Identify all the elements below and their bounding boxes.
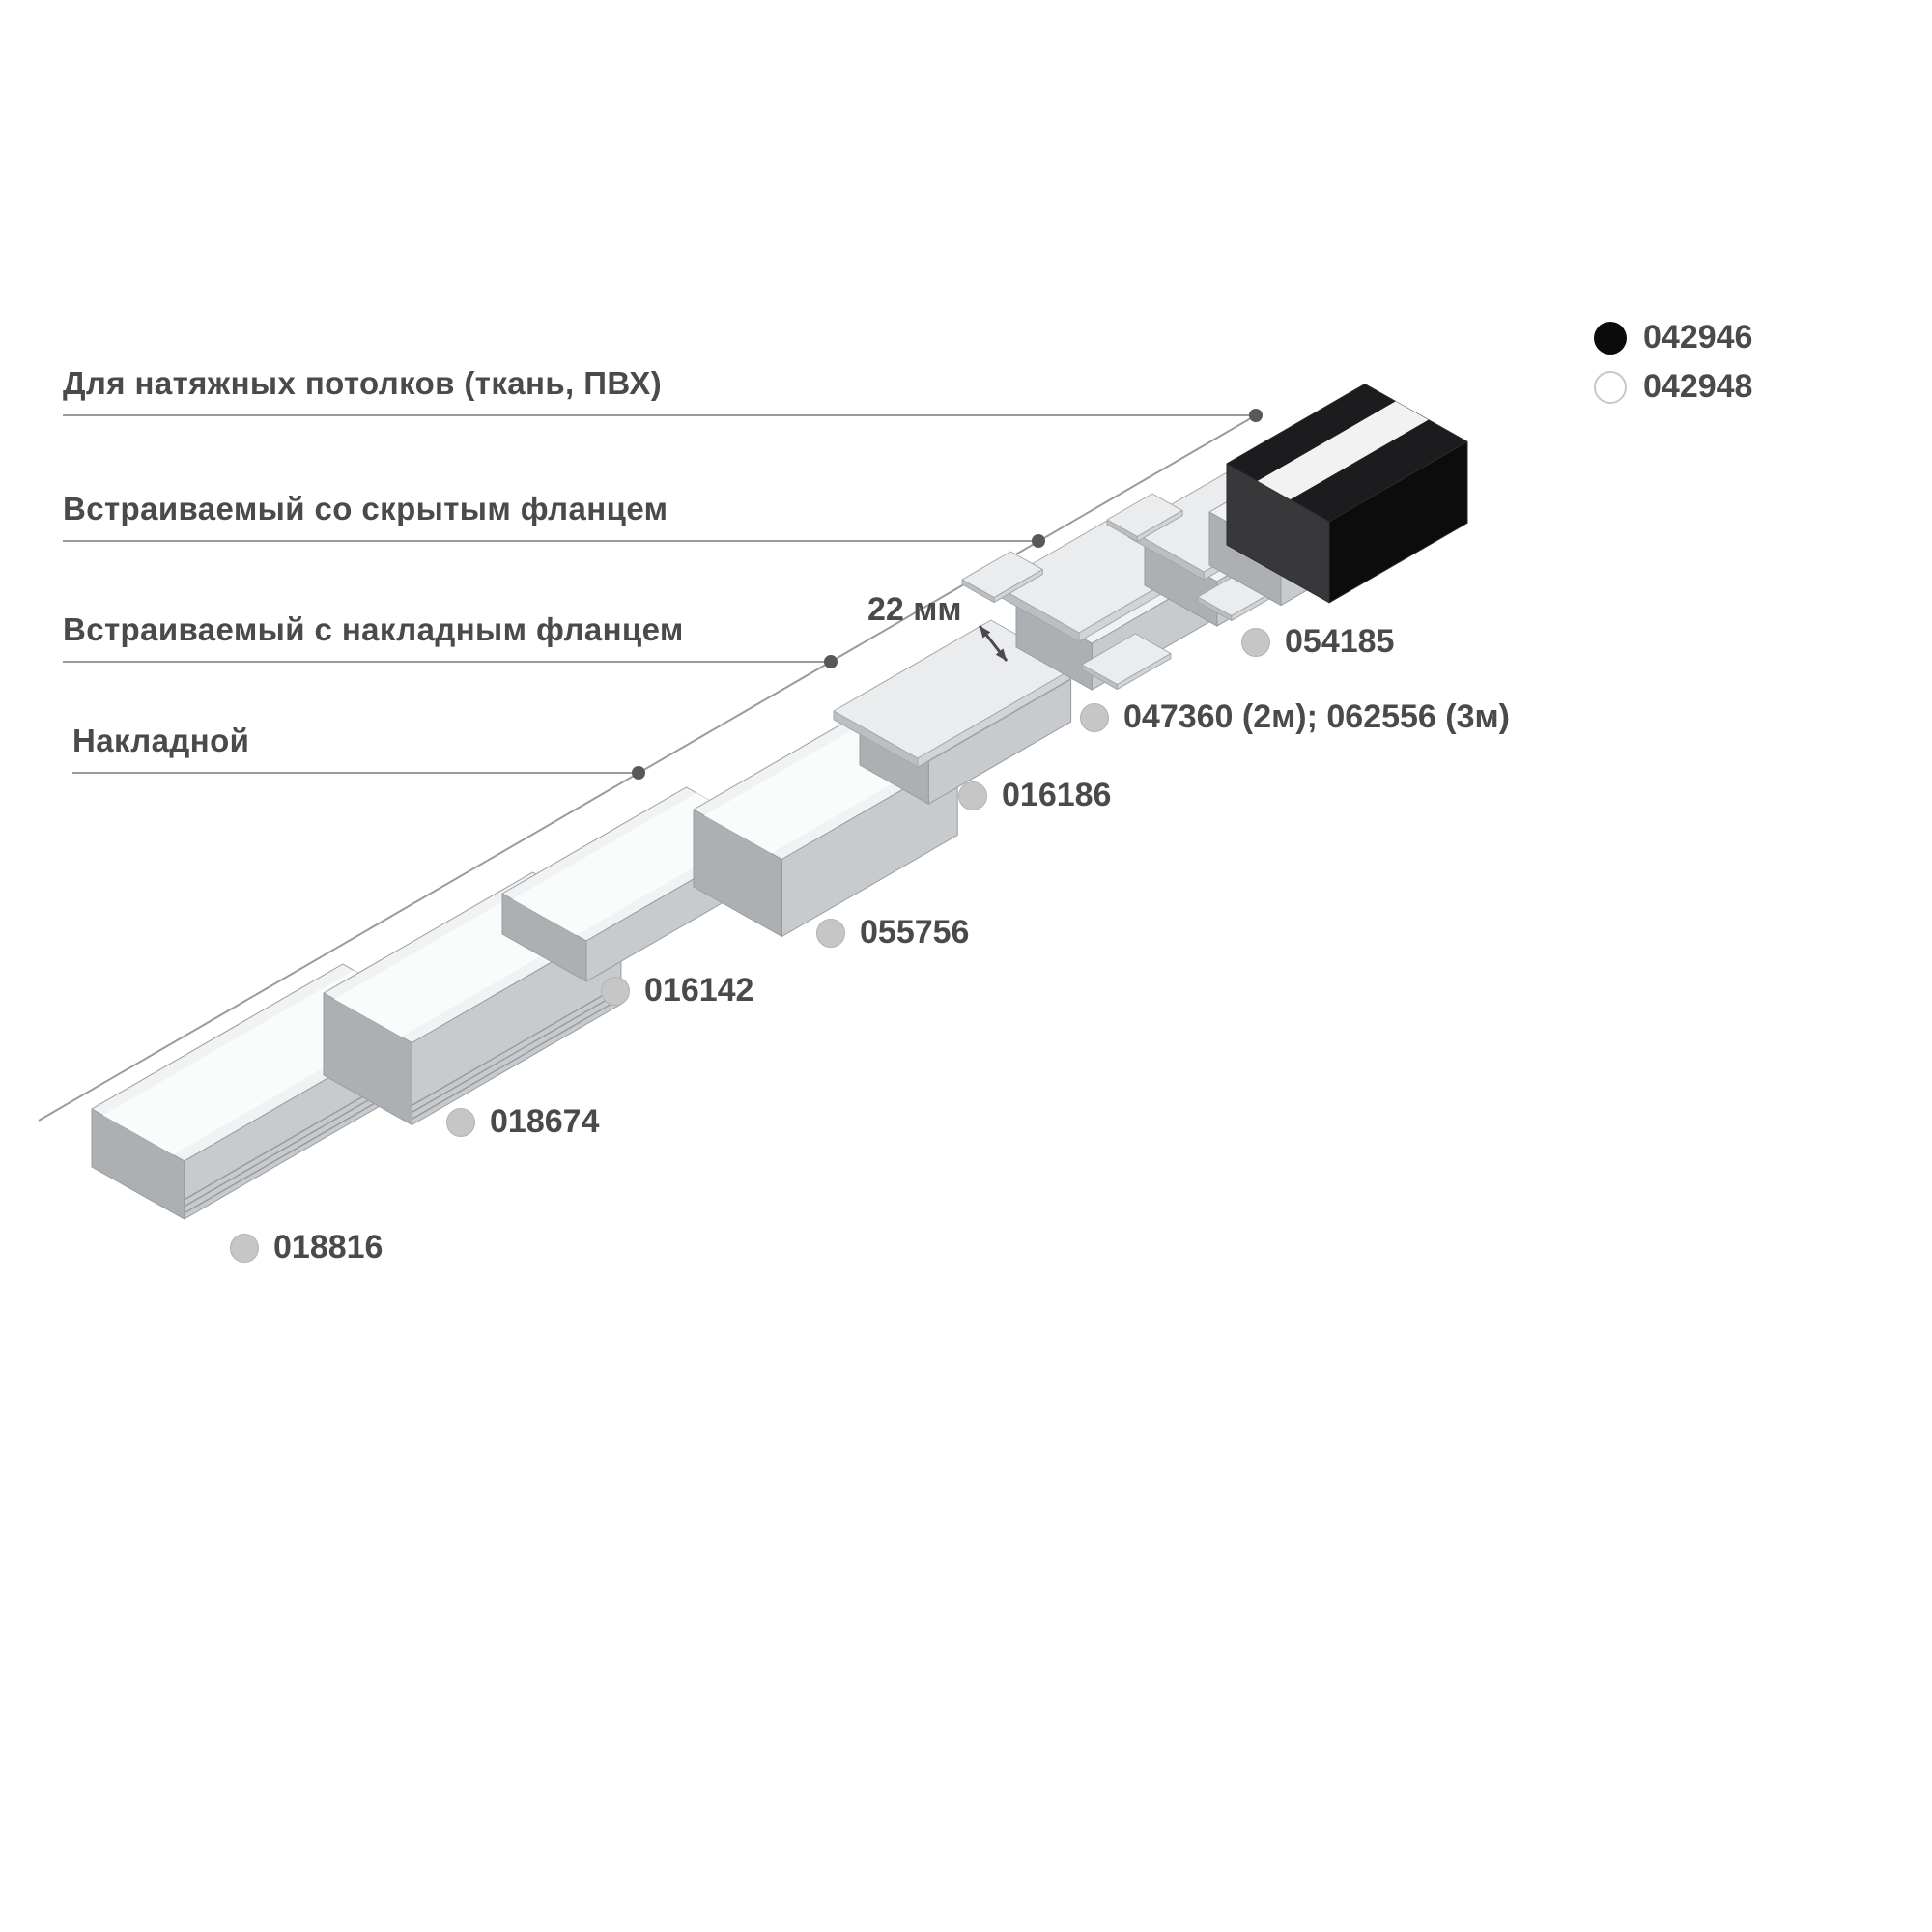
dimension-arrow	[978, 625, 1009, 662]
gray-circle-icon	[958, 781, 987, 810]
black-circle-icon	[1594, 321, 1627, 355]
product-label-018816: 018816	[230, 1229, 383, 1266]
category-label-hidden-flange: Встраиваемый со скрытым фланцем	[63, 491, 668, 526]
product-label-016186: 016186	[958, 777, 1111, 814]
leader-dots	[632, 409, 1263, 780]
dimension-arrowhead-down-icon	[995, 648, 1007, 661]
leader-dot-surface-mount	[632, 766, 645, 780]
legend-item-black: 042946	[1594, 319, 1752, 356]
category-label-surface-mount: Накладной	[72, 723, 250, 758]
profiles-layer	[91, 384, 1468, 1220]
legend-code: 042948	[1643, 368, 1753, 405]
product-label-055756: 055756	[816, 914, 969, 952]
gray-circle-icon	[1080, 702, 1109, 732]
legend-item-white: 042948	[1594, 368, 1752, 406]
product-code: 047360 (2м); 062556 (3м)	[1123, 698, 1510, 735]
gray-circle-icon	[816, 918, 845, 948]
gray-circle-icon	[601, 976, 630, 1006]
leader-dot-hidden-flange	[1032, 534, 1045, 548]
leader-dot-stretch-ceiling	[1249, 409, 1263, 422]
product-code: 018816	[273, 1229, 384, 1265]
product-code: 054185	[1285, 623, 1395, 660]
profile-illustration-016186	[833, 619, 1076, 805]
product-code: 016142	[644, 972, 754, 1009]
product-code: 016186	[1002, 777, 1112, 813]
gray-circle-icon	[230, 1233, 259, 1263]
guide-lines	[38, 414, 1257, 1122]
gray-circle-icon	[446, 1107, 475, 1137]
dimension-arrowhead-up-icon	[980, 626, 991, 639]
product-label-018674: 018674	[446, 1103, 599, 1141]
dimension-label-22mm: 22 мм	[867, 591, 962, 628]
product-label-016142: 016142	[601, 972, 753, 1009]
product-label-054185: 054185	[1241, 623, 1394, 661]
product-code: 018674	[490, 1103, 600, 1140]
white-circle-icon	[1594, 370, 1627, 404]
product-label-047360-062556: 047360 (2м); 062556 (3м)	[1080, 698, 1510, 736]
legend: 042946 042948	[1594, 319, 1752, 406]
leader-dot-surface-flange	[824, 655, 838, 668]
product-code: 055756	[860, 914, 970, 951]
category-label-surface-flange: Встраиваемый с накладным фланцем	[63, 611, 684, 647]
profile-illustration-042946-042948	[1208, 384, 1468, 607]
gray-circle-icon	[1241, 627, 1270, 657]
ceiling-diagonal-guideline	[38, 414, 1257, 1122]
category-label-stretch-ceiling: Для натяжных потолков (ткань, ПВХ)	[63, 365, 663, 401]
legend-code: 042946	[1643, 319, 1753, 355]
